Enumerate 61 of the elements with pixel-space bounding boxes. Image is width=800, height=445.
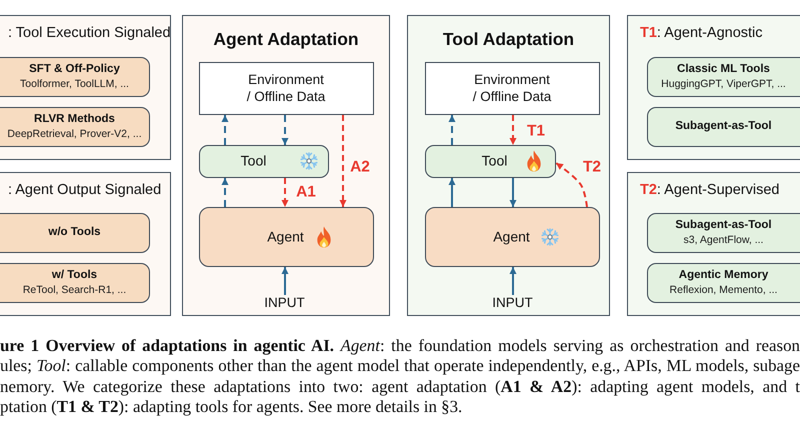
agent-box <box>198 206 374 266</box>
agent-box <box>424 206 600 266</box>
box-label: Tool <box>240 152 266 170</box>
panel-heading: : Agent Output Signaled <box>8 181 162 199</box>
box-label: Agent <box>493 228 530 245</box>
card-title: Subagent-as-Tool <box>675 119 772 134</box>
tool-box <box>198 144 328 178</box>
panel-title: Agent Adaptation <box>213 28 359 50</box>
category-panel <box>0 15 171 160</box>
arrow <box>222 178 228 207</box>
category-panel <box>0 172 171 316</box>
category-panel <box>627 172 800 316</box>
card-title: w/o Tools <box>48 225 101 240</box>
box-label: Environment / Offline Data <box>246 71 326 105</box>
card-title: Agentic Memory <box>678 268 768 283</box>
arrow <box>282 115 288 145</box>
arrow <box>222 115 228 145</box>
panel-heading: T2: Agent-Supervised <box>640 181 780 199</box>
environment-box <box>198 62 374 114</box>
adaptation-panel <box>182 15 390 316</box>
arrow <box>340 115 346 207</box>
input-label: INPUT <box>490 294 536 310</box>
method-card <box>646 56 800 96</box>
method-card <box>646 212 800 252</box>
box-label: Tool <box>482 152 508 170</box>
panel-heading: T1: Agent-Agnostic <box>640 24 763 42</box>
input-label: INPUT <box>262 294 308 310</box>
method-card <box>646 106 800 146</box>
method-card <box>0 212 150 252</box>
method-card <box>0 106 150 146</box>
arrow <box>448 115 456 145</box>
card-examples: Reflexion, Memento, ... <box>670 283 778 297</box>
arrow <box>282 267 288 295</box>
method-card <box>0 262 150 302</box>
box-label: Environment / Offline Data <box>472 71 552 105</box>
box-label: Agent <box>267 228 304 245</box>
card-title: Subagent-as-Tool <box>675 218 772 233</box>
card-examples: Toolformer, ToolLLM, ... <box>20 77 129 91</box>
category-panel <box>627 15 800 160</box>
card-examples: ReTool, Search-R1, ... <box>22 283 126 297</box>
arrow <box>282 178 288 207</box>
method-card <box>646 262 800 302</box>
card-title: w/ Tools <box>52 268 98 283</box>
card-examples: DeepRetrieval, Prover-V2, ... <box>7 127 142 141</box>
figure-caption: ure 1 Overview of adaptations in agentic AI. Agent: the foundation models serving as orchestration and reason ules; Tool: callable components other than the agent model that operate independently, e.g., APIs, ML models, subage nemory. We categorize these adaptations into two: agent adaptation (A1 & A2): adapting agent models, and t ptation (T1 & T2): adapting tools for agents. See more details in §3. <box>0 336 800 418</box>
method-card <box>0 56 150 96</box>
environment-box <box>424 62 600 114</box>
curved-arrow <box>555 162 588 208</box>
panel-heading: : Tool Execution Signaled <box>8 24 171 42</box>
card-title: RLVR Methods <box>34 112 115 127</box>
adaptation-panel <box>407 15 610 316</box>
arrow <box>448 178 456 207</box>
tool-box <box>424 144 556 178</box>
card-title: SFT & Off-Policy <box>29 62 120 77</box>
card-examples: s3, AgentFlow, ... <box>684 233 764 247</box>
card-examples: HuggingGPT, ViperGPT, ... <box>661 77 786 91</box>
panel-title: Tool Adaptation <box>442 28 574 50</box>
arrow <box>510 115 516 145</box>
arrow <box>510 267 516 295</box>
arrow <box>510 178 516 207</box>
card-title: Classic ML Tools <box>677 62 770 77</box>
